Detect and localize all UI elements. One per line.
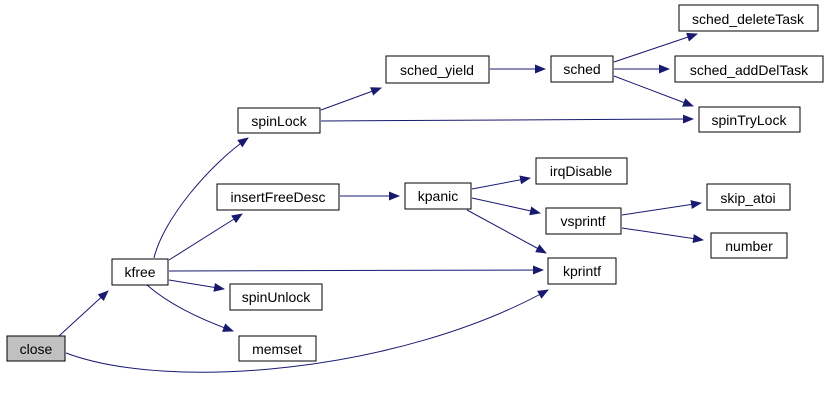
node-close: close (6, 335, 66, 362)
edge-sched-to-sched_deleteTask (613, 32, 698, 63)
node-skip_atoi[interactable]: skip_atoi (706, 183, 791, 211)
node-kpanic[interactable]: kpanic (404, 182, 472, 210)
edge-close-to-kfree (58, 290, 109, 337)
node-skip_atoi-label: skip_atoi (720, 190, 775, 206)
edge-kfree-to-insertFreeDesc (168, 213, 243, 261)
edge-vsprintf-to-skip_atoi (621, 200, 702, 216)
node-kfree[interactable]: kfree (111, 258, 169, 286)
node-sched_deleteTask-label: sched_deleteTask (692, 11, 805, 27)
node-memset[interactable]: memset (238, 335, 317, 362)
node-sched-label: sched (563, 61, 600, 77)
edge-close-to-kprintf (65, 289, 549, 373)
node-layer: close kfree spinLock insertFreeDesc spin… (6, 4, 824, 362)
node-number-label: number (725, 238, 773, 254)
node-kpanic-label: kpanic (418, 188, 458, 204)
node-number-box[interactable] (710, 232, 788, 259)
node-spinUnlock-label: spinUnlock (242, 289, 311, 305)
edge-kpanic-to-kprintf (466, 209, 547, 254)
edge-vsprintf-to-number (621, 227, 704, 243)
edge-spinLock-to-sched_yield (320, 87, 382, 111)
node-number[interactable]: number (710, 232, 788, 259)
edge-spinLock-to-spinTryLock (320, 114, 694, 124)
edge-kpanic-to-vsprintf (471, 197, 541, 216)
node-vsprintf[interactable]: vsprintf (545, 207, 622, 235)
node-spinLock[interactable]: spinLock (237, 107, 321, 134)
node-sched_addDelTask-label: sched_addDelTask (690, 62, 809, 78)
node-sched_deleteTask[interactable]: sched_deleteTask (678, 4, 819, 32)
edge-kpanic-to-irqDisable (471, 175, 531, 190)
node-sched[interactable]: sched (550, 55, 614, 83)
node-insertFreeDesc-label: insertFreeDesc (231, 189, 326, 205)
node-skip_atoi-box[interactable] (706, 183, 791, 211)
node-kfree-label: kfree (124, 264, 155, 280)
node-vsprintf-box[interactable] (545, 207, 622, 235)
node-spinLock-label: spinLock (251, 113, 307, 129)
node-spinUnlock-box[interactable] (229, 283, 323, 311)
node-vsprintf-label: vsprintf (560, 213, 605, 229)
node-kfree-box[interactable] (111, 258, 169, 286)
node-sched_addDelTask[interactable]: sched_addDelTask (674, 55, 824, 83)
node-kprintf[interactable]: kprintf (547, 257, 617, 285)
node-close-label: close (20, 341, 53, 357)
node-irqDisable-box[interactable] (535, 157, 628, 185)
node-sched_yield-box[interactable] (385, 55, 490, 84)
node-kpanic-box[interactable] (404, 182, 472, 210)
node-sched_yield-label: sched_yield (400, 62, 474, 78)
node-sched-box[interactable] (550, 55, 614, 83)
node-memset-box[interactable] (238, 335, 317, 362)
node-insertFreeDesc-box[interactable] (216, 183, 340, 211)
edge-sched-to-spinTryLock (613, 75, 694, 107)
node-kprintf-box[interactable] (547, 257, 617, 285)
node-spinTryLock-box[interactable] (698, 106, 801, 133)
node-spinTryLock-label: spinTryLock (712, 112, 788, 128)
node-sched_yield[interactable]: sched_yield (385, 55, 490, 84)
edge-kfree-to-spinLock (153, 137, 249, 259)
node-spinUnlock[interactable]: spinUnlock (229, 283, 323, 311)
node-irqDisable[interactable]: irqDisable (535, 157, 628, 185)
node-insertFreeDesc[interactable]: insertFreeDesc (216, 183, 340, 211)
edge-layer (58, 32, 704, 373)
edge-kfree-to-kprintf (168, 265, 544, 275)
node-irqDisable-label: irqDisable (550, 163, 612, 179)
node-kprintf-label: kprintf (563, 263, 601, 279)
node-sched_deleteTask-box[interactable] (678, 4, 819, 32)
node-spinTryLock[interactable]: spinTryLock (698, 106, 801, 133)
edge-kfree-to-memset (146, 284, 234, 332)
node-spinLock-box[interactable] (237, 107, 321, 134)
edge-kfree-to-spinUnlock (168, 279, 225, 292)
node-sched_addDelTask-box[interactable] (674, 55, 824, 83)
node-close-box (6, 335, 66, 362)
node-memset-label: memset (252, 341, 302, 357)
